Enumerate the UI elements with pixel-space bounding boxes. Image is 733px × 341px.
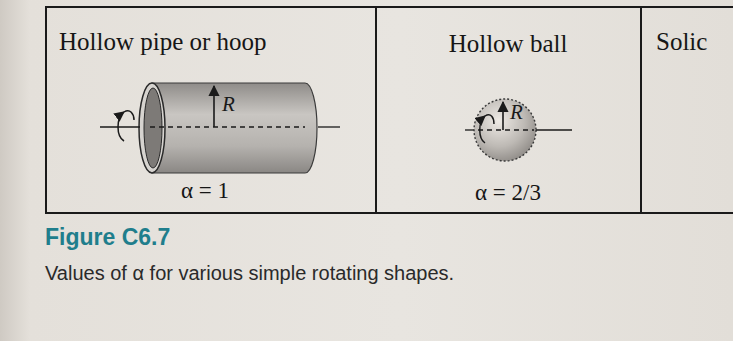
hollow-pipe [100,83,340,173]
shape-name: Hollow pipe or hoop [59,28,267,56]
radius-label: R [510,100,523,125]
shape-name: Solic [656,28,707,56]
alpha-value: α = 2/3 [475,180,541,206]
figure-caption: Values of α for various simple rotating … [45,262,454,285]
table-cell: Hollow pipe or hoop α = 1 [45,6,377,214]
figure-number: Figure C6.7 [45,224,170,251]
alpha-value: α = 1 [181,178,229,204]
radius-label: R [222,92,235,117]
shape-name: Hollow ball [449,30,568,58]
table-cell: Solic [640,6,733,214]
table-cell: Hollow ball α = 2/3 [375,6,642,214]
hollow-ball [465,99,572,161]
